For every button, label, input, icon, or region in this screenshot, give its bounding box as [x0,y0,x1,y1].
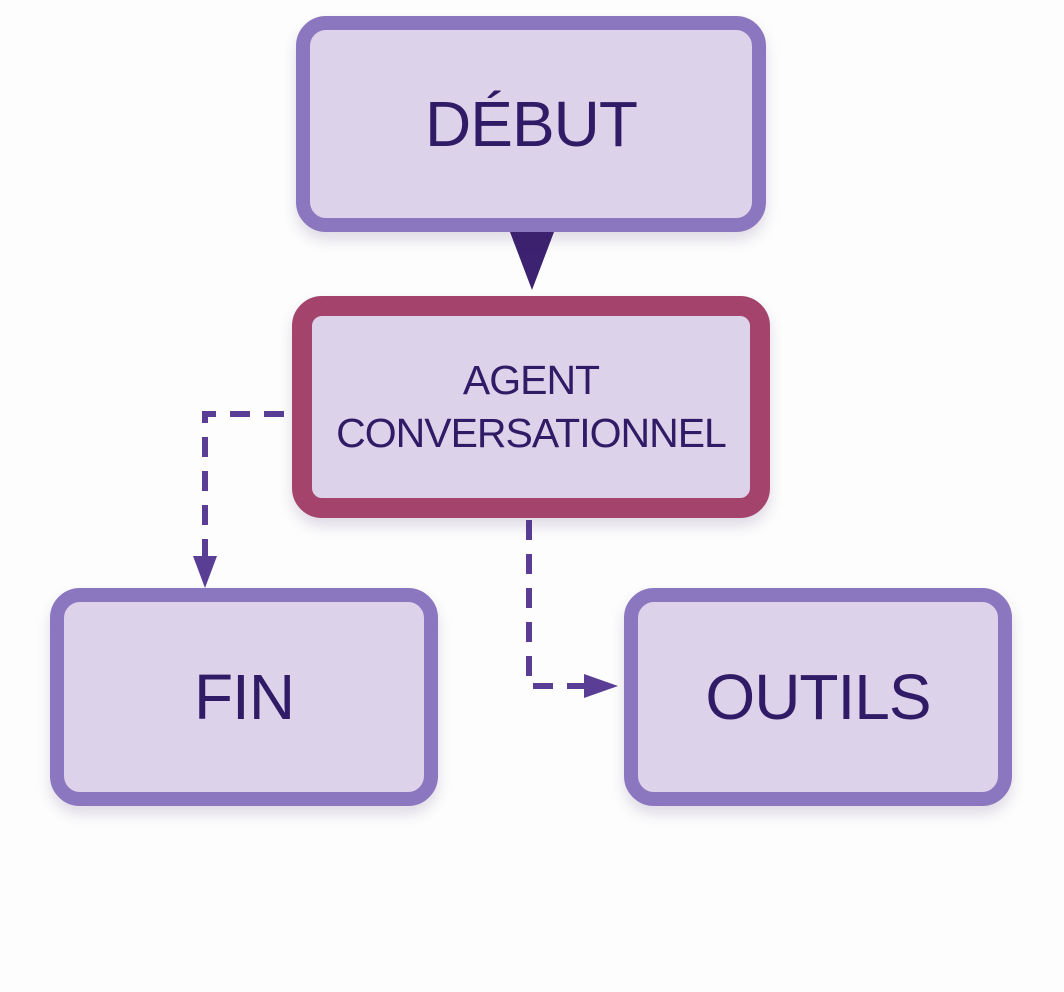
node-end-label: FIN [193,661,295,733]
node-tools-label: OUTILS [705,661,931,733]
node-start: DÉBUT [296,16,766,232]
edge-agent-to-end-line [202,411,284,560]
edge-agent-to-tools-line [526,520,590,689]
node-start-label: DÉBUT [425,88,638,160]
node-agent-label: AGENT CONVERSATIONNEL [336,356,727,456]
node-end: FIN [50,588,438,806]
node-tools: OUTILS [624,588,1012,806]
node-agent: AGENT CONVERSATIONNEL [292,296,770,518]
edge-agent-to-tools-arrowhead [584,674,618,698]
edge-agent-to-end-arrowhead [193,556,217,588]
edge-start-to-agent-arrow [510,232,554,290]
